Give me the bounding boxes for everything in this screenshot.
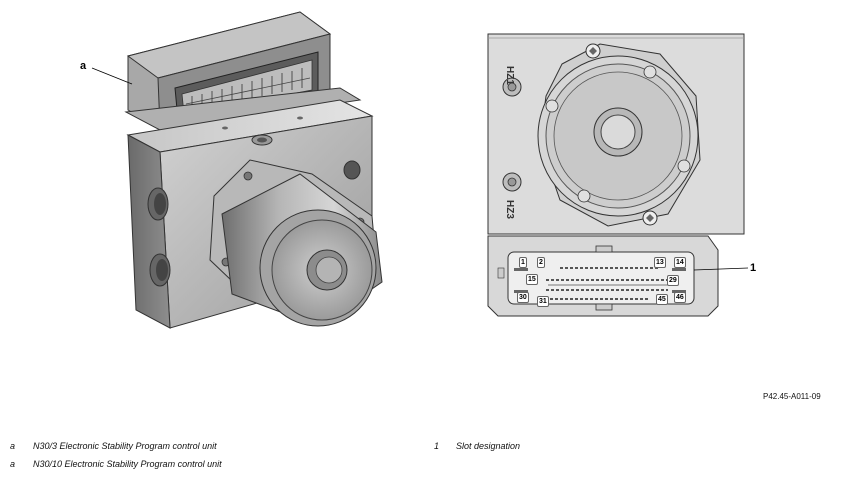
marking-top: HZ1 (504, 66, 515, 85)
marking-bottom: HZ3 (504, 200, 515, 219)
control-unit-3d-view (91, 11, 383, 329)
pin-label: 30 (517, 292, 529, 303)
legend-key: 1 (434, 441, 440, 451)
pin-label: 13 (654, 257, 666, 268)
legend-key: a (10, 441, 16, 451)
callout-a: a (80, 60, 87, 72)
pin-label: 31 (537, 296, 549, 307)
pin-label: 15 (526, 274, 538, 285)
pin-label: 1 (519, 257, 527, 268)
pin-label: 46 (674, 292, 686, 303)
legend-text: N30/3 Electronic Stability Program contr… (33, 441, 217, 451)
pin-label: 29 (667, 275, 679, 286)
reference-code: P42.45-A011-09 (763, 392, 821, 401)
pin-label: 45 (656, 294, 668, 305)
pin-label: 2 (537, 257, 545, 268)
legend-key: a (10, 459, 16, 469)
callout-1: 1 (750, 262, 757, 274)
legend-text: N30/10 Electronic Stability Program cont… (33, 459, 222, 469)
pin-label: 14 (674, 257, 686, 268)
legend-text: Slot designation (456, 441, 521, 451)
